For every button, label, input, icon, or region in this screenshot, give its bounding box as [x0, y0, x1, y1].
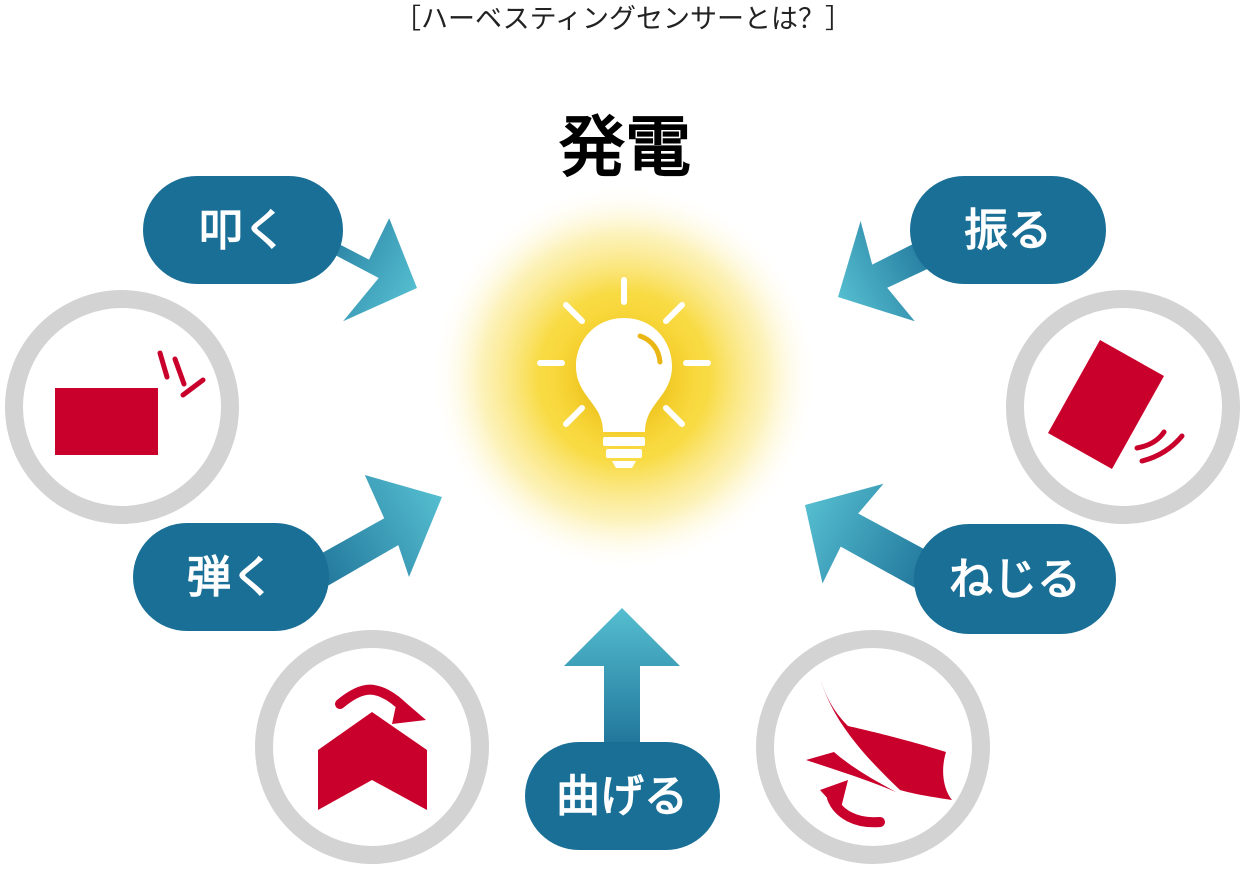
action-pill-flick: 弾く	[133, 523, 329, 631]
action-pill-shake: 振る	[910, 176, 1106, 284]
arrow-flick	[297, 475, 442, 594]
action-label-bend: 曲げる	[556, 771, 688, 822]
diagram-title: ［ハーベスティングセンサーとは？］	[394, 4, 852, 35]
lightbulb-icon	[537, 277, 711, 468]
action-label-twist: ねじる	[949, 554, 1081, 605]
arrow-bend	[564, 608, 680, 760]
flick-icon	[255, 630, 489, 864]
action-label-tap: 叩く	[199, 205, 287, 256]
tap-icon	[5, 290, 239, 524]
twist-icon	[756, 630, 990, 864]
action-pill-twist: ねじる	[914, 524, 1116, 634]
action-pill-bend: 曲げる	[525, 742, 720, 850]
shake-icon	[1006, 290, 1240, 524]
action-pill-tap: 叩く	[143, 176, 343, 284]
action-label-flick: 弾く	[187, 552, 275, 603]
action-label-shake: 振る	[964, 205, 1052, 256]
center-label: 発電	[559, 109, 691, 186]
